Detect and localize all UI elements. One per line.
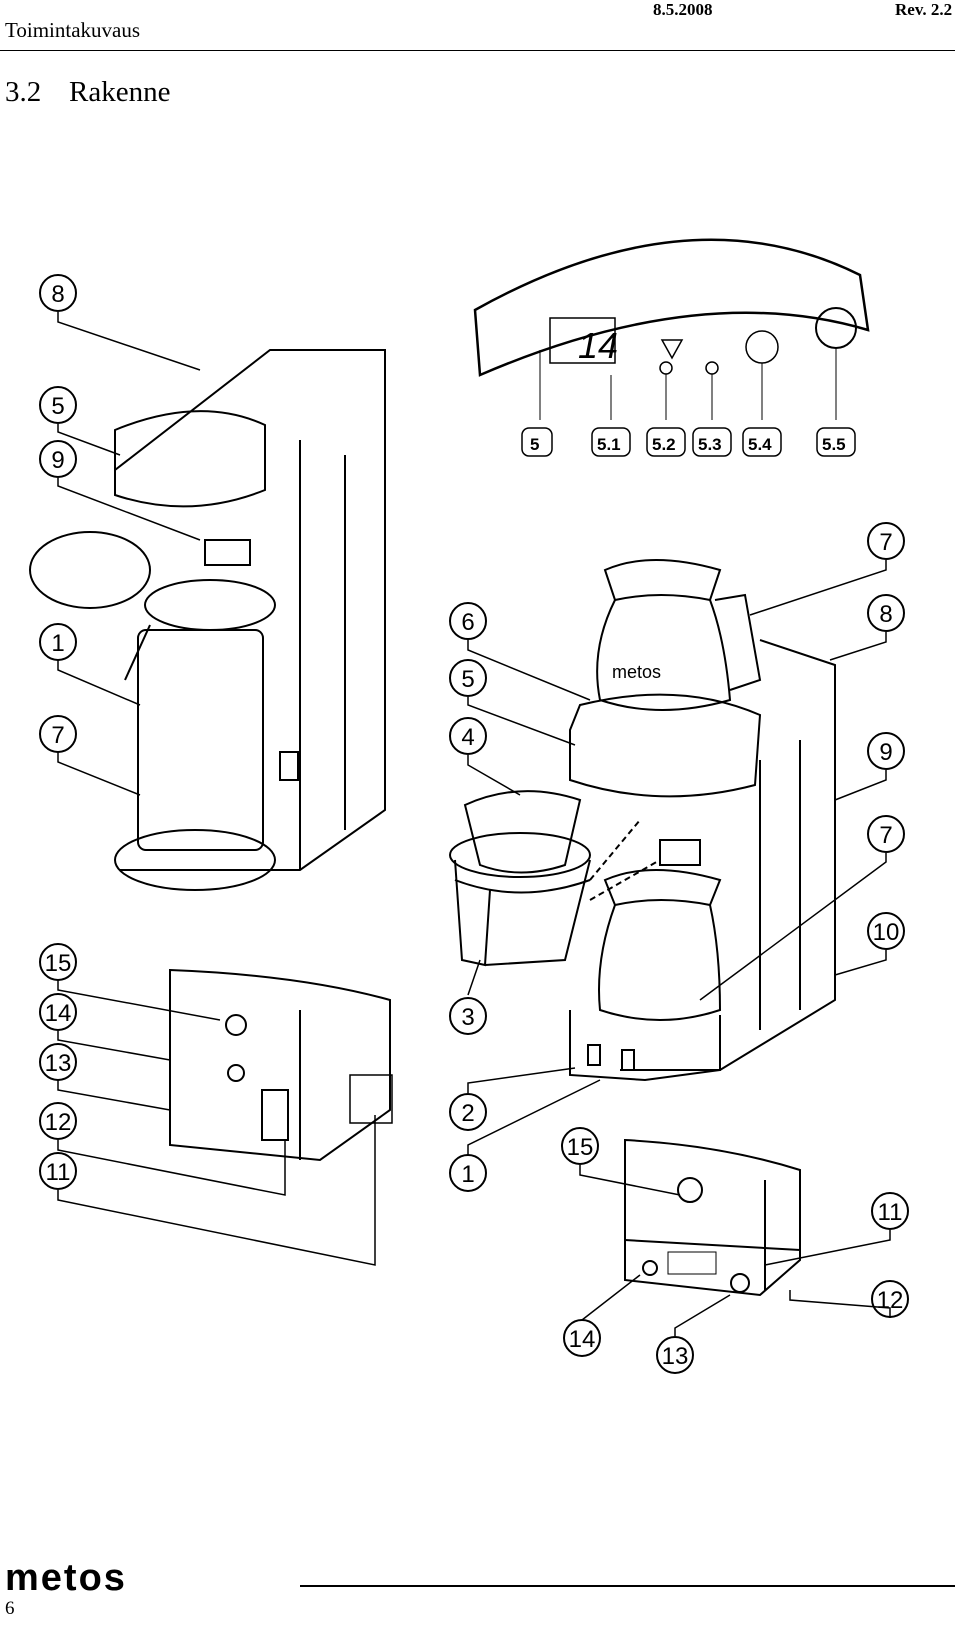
callout: 14 xyxy=(39,993,77,1031)
svg-text:15: 15 xyxy=(567,1134,594,1161)
svg-text:13: 13 xyxy=(662,1343,689,1370)
callout: 15 xyxy=(39,943,77,981)
right-machine-drawing: metos xyxy=(569,559,836,1082)
svg-text:8: 8 xyxy=(51,281,64,308)
document-title: Toimintakuvaus xyxy=(5,18,141,42)
svg-text:8: 8 xyxy=(879,601,892,628)
callout: 12 xyxy=(871,1280,909,1318)
callout: 13 xyxy=(39,1043,77,1081)
svg-text:12: 12 xyxy=(877,1287,904,1314)
panel-display-value: 14 xyxy=(578,325,618,366)
svg-text:1: 1 xyxy=(461,1161,474,1188)
page-header: Toimintakuvaus 8.5.2008 Rev. 2.2 xyxy=(0,0,960,52)
svg-text:2: 2 xyxy=(461,1100,474,1127)
svg-text:9: 9 xyxy=(879,739,892,766)
callout: 13 xyxy=(656,1336,694,1374)
svg-text:7: 7 xyxy=(879,529,892,556)
callout: 8 xyxy=(867,594,905,632)
svg-text:12: 12 xyxy=(45,1109,72,1136)
callout: 12 xyxy=(39,1102,77,1140)
svg-text:3: 3 xyxy=(461,1004,474,1031)
callout-markers: 8 5 9 1 7 15 14 13 12 11 6 5 4 3 2 1 7 8… xyxy=(39,274,909,1374)
section-title: Rakenne xyxy=(69,76,171,108)
callout: 14 xyxy=(563,1319,601,1357)
callout: 11 xyxy=(871,1192,909,1230)
callout: 7 xyxy=(867,815,905,853)
callout-leaders xyxy=(57,312,891,1336)
filter-holder-drawing xyxy=(449,790,661,967)
footer-rule xyxy=(300,1585,955,1587)
panel-label: 5.1 xyxy=(597,435,621,454)
callout: 5 xyxy=(449,659,487,697)
svg-text:15: 15 xyxy=(45,950,72,977)
control-panel: 14 5 5.1 5.2 5.3 5.4 5.5 xyxy=(473,238,870,457)
section-heading: 3.2 Rakenne xyxy=(5,76,170,109)
svg-text:1: 1 xyxy=(51,630,64,657)
jug-brand-text: metos xyxy=(612,662,661,682)
right-back-detail xyxy=(624,1138,801,1297)
callout: 9 xyxy=(867,732,905,770)
svg-text:14: 14 xyxy=(569,1326,596,1353)
left-machine-drawing xyxy=(29,349,386,891)
callout: 10 xyxy=(867,912,905,950)
svg-text:13: 13 xyxy=(45,1050,72,1077)
svg-text:11: 11 xyxy=(46,1159,71,1186)
left-back-detail xyxy=(169,968,393,1162)
callout: 1 xyxy=(39,623,77,661)
callout: 9 xyxy=(39,440,77,478)
callout: 6 xyxy=(449,602,487,640)
panel-label: 5.5 xyxy=(822,435,846,454)
svg-text:4: 4 xyxy=(461,724,474,751)
callout: 3 xyxy=(449,997,487,1035)
callout: 8 xyxy=(39,274,77,312)
panel-label: 5.4 xyxy=(748,435,772,454)
svg-text:11: 11 xyxy=(878,1199,903,1226)
svg-text:14: 14 xyxy=(45,1000,72,1027)
callout: 15 xyxy=(561,1127,599,1165)
svg-text:7: 7 xyxy=(51,722,64,749)
metos-logo: metos xyxy=(5,1560,127,1596)
document-date: 8.5.2008 xyxy=(653,0,713,19)
panel-label-row: 5 5.1 5.2 5.3 5.4 5.5 xyxy=(521,427,856,457)
document-revision: Rev. 2.2 xyxy=(895,0,953,19)
panel-label: 5.2 xyxy=(652,435,676,454)
page-number: 6 xyxy=(5,1598,15,1619)
svg-text:7: 7 xyxy=(879,822,892,849)
svg-text:5: 5 xyxy=(461,666,474,693)
callout: 4 xyxy=(449,717,487,755)
callout: 2 xyxy=(449,1093,487,1131)
logo-text: metos xyxy=(5,1560,127,1596)
svg-text:6: 6 xyxy=(461,609,474,636)
callout: 1 xyxy=(449,1154,487,1192)
panel-label: 5.3 xyxy=(698,435,722,454)
svg-text:5: 5 xyxy=(51,393,64,420)
svg-text:10: 10 xyxy=(873,919,900,946)
header-rule xyxy=(0,50,955,51)
svg-text:9: 9 xyxy=(51,447,64,474)
callout: 7 xyxy=(39,715,77,753)
section-number: 3.2 xyxy=(5,76,42,108)
callout: 7 xyxy=(867,522,905,560)
callout: 11 xyxy=(39,1152,77,1190)
callout: 5 xyxy=(39,386,77,424)
panel-label: 5 xyxy=(530,435,539,454)
